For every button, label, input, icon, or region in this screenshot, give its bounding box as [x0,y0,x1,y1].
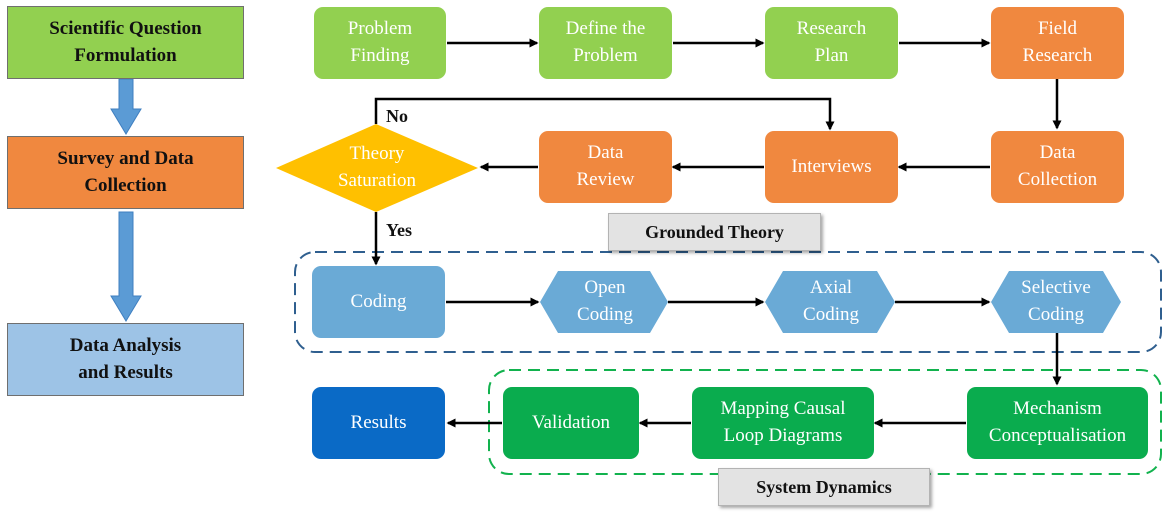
research-plan-box: Research Plan [765,7,898,79]
selective-coding-hexagon [991,271,1121,333]
mapping-causal-loop-box: Mapping Causal Loop Diagrams [692,387,874,459]
interviews-box: Interviews [765,131,898,203]
problem-finding-box: Problem Finding [314,7,446,79]
phase-arrow-2 [110,211,142,322]
phase-arrow-1 [110,78,142,135]
no-branch-label: No [386,106,408,126]
define-problem-box: Define the Problem [539,7,672,79]
phase-survey-data-collection: Survey and Data Collection [7,136,244,209]
phase-question-formulation: Scientific Question Formulation [7,6,244,79]
data-collection-box: Data Collection [991,131,1124,203]
open-coding-label: Open Coding [577,277,633,325]
axial-coding-hexagon [765,271,895,333]
field-research-box: Field Research [991,7,1124,79]
data-review-box: Data Review [539,131,672,203]
coding-box: Coding [312,266,445,338]
mechanism-conceptualisation-box: Mechanism Conceptualisation [967,387,1148,459]
theory-saturation-label: Theory Saturation [337,143,417,191]
selective-coding-label: Selective Coding [1021,277,1091,325]
grounded-theory-tag: Grounded Theory [608,213,821,251]
theory-saturation-diamond [276,124,478,212]
validation-box: Validation [503,387,639,459]
open-coding-hexagon [540,271,668,333]
results-box: Results [312,387,445,459]
phase-data-analysis-results: Data Analysis and Results [7,323,244,396]
coding-group-frame [294,251,1162,353]
system-dynamics-tag: System Dynamics [718,468,930,506]
arrow-no-loop-to-interviews [374,97,835,131]
axial-coding-label: Axial Coding [803,277,859,325]
yes-branch-label: Yes [386,220,412,240]
